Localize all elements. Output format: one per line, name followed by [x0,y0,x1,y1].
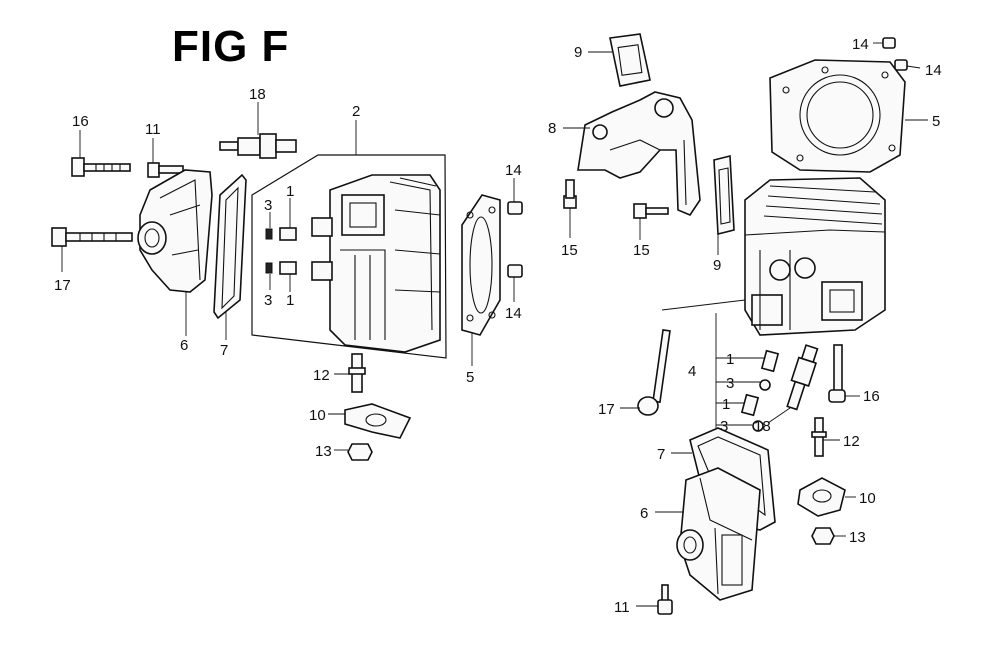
valve-guides-left [265,227,297,275]
leader-lines-right [563,42,928,607]
callout-13: 13 [315,443,332,460]
callout-1: 1 [726,351,734,368]
bracket-8 [577,91,701,216]
bolt-15-right [633,203,669,219]
callout-6: 6 [180,337,188,354]
dowel-14-right-a [882,37,896,49]
rocker-cover-6-right [676,467,761,601]
callout-11: 11 [145,121,161,138]
dowel-14-left-bottom [507,264,523,278]
dowel-14-left-top [507,201,523,215]
callout-9: 9 [574,44,582,61]
head-gasket-5-right [769,59,906,173]
cylinder-head-left [311,174,441,353]
callout-16: 16 [72,113,89,130]
spark-plug-18-left [219,133,297,159]
cover-gasket-7-left [213,173,247,320]
callout-14: 14 [925,62,942,79]
callout-18: 18 [249,86,266,103]
insulator-10-right [797,477,846,517]
stud-12-left [348,353,366,393]
stud-12-right [811,417,827,457]
bolt-11-right [657,584,673,615]
valve-guide-1-right-a [760,349,780,373]
callout-15: 15 [633,242,650,259]
insulator-10-left [344,403,412,439]
callout-12: 12 [843,433,860,450]
callout-3: 3 [720,418,728,435]
head-assembly-frame [251,154,447,359]
callout-4: 4 [688,363,696,380]
callout-10: 10 [309,407,326,424]
callout-2: 2 [352,103,360,120]
cylinder-head-right [744,177,886,336]
gasket-9-mid [713,154,735,236]
callout-6: 6 [640,505,648,522]
callout-7: 7 [220,342,228,359]
bolt-17-left [51,227,133,247]
callout-14: 14 [852,36,869,53]
callout-5: 5 [466,369,474,386]
callout-7: 7 [657,446,665,463]
callout-3: 3 [264,197,272,214]
assembly-bracket-4 [661,299,768,428]
callout-13: 13 [849,529,866,546]
callout-14: 14 [505,305,522,322]
callout-9: 9 [713,257,721,274]
callout-15: 15 [561,242,578,259]
callout-1: 1 [286,183,294,200]
valve-guide-1-right-b [740,393,760,417]
rocker-cover-6-left [137,169,213,293]
callout-16: 16 [863,388,880,405]
callout-1: 1 [286,292,294,309]
gasket-9-top [609,33,651,87]
callout-1: 1 [722,396,730,413]
nut-13-left [347,443,373,461]
callout-17: 17 [598,401,615,418]
head-gasket-5-left [461,194,501,336]
leader-lines-left [61,102,515,451]
callout-3: 3 [264,292,272,309]
bolt-16-left [71,157,131,177]
callout-3: 3 [726,375,734,392]
callout-14: 14 [505,162,522,179]
callout-17: 17 [54,277,71,294]
dowel-14-right-b [894,59,908,71]
bolt-11-left [147,162,184,178]
figure-title: FIG F [172,22,290,71]
spark-plug-18-right [786,344,819,411]
callout-labels: 16 11 18 2 3 1 3 1 17 6 7 14 14 5 12 10 … [54,36,942,616]
callout-5: 5 [932,113,940,130]
bolt-17-right [637,329,671,416]
callout-12: 12 [313,367,330,384]
bolt-16-right [828,344,846,403]
callout-8: 8 [548,120,556,137]
bolt-15-left [563,179,577,209]
nut-13-right [811,527,835,545]
callout-11: 11 [614,599,630,616]
callout-10: 10 [859,490,876,507]
callout-18: 18 [754,418,771,435]
seal-3-right-b [752,420,764,432]
seal-3-right-a [759,379,771,391]
